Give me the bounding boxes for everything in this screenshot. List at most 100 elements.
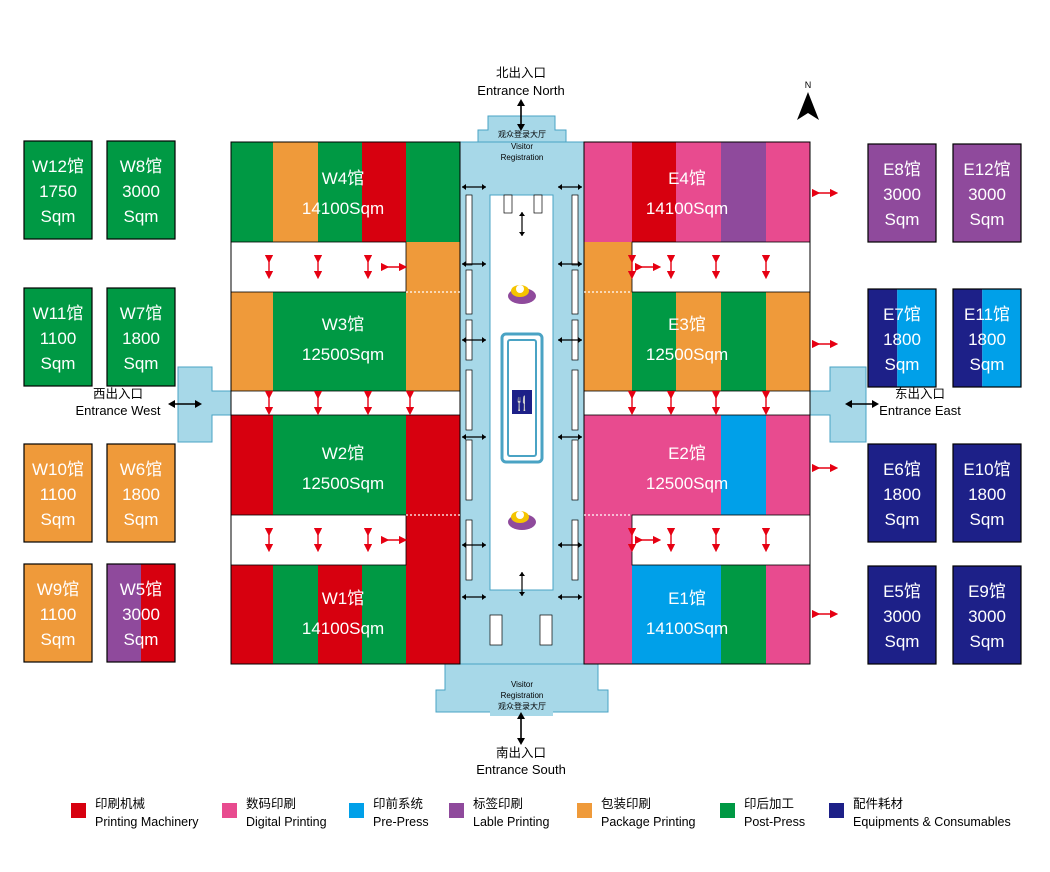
side-hall-area: 1800: [968, 330, 1006, 349]
hall-section-orange: [584, 292, 632, 391]
side-hall-area: 1800: [883, 330, 921, 349]
hall-section-pink: [766, 142, 810, 242]
side-hall-name: W10馆: [32, 460, 84, 479]
hall-section-red: [362, 142, 406, 242]
cafe-icon: [508, 285, 536, 304]
hall-section-green: [273, 565, 318, 664]
hall-section-pink: [584, 142, 632, 242]
passage-arrows: [264, 188, 839, 619]
entrance-west: 西出入口 Entrance West: [75, 387, 202, 418]
side-hall-unit: Sqm: [970, 355, 1005, 374]
hall-name-e4: E4馆: [668, 169, 706, 188]
hall-name-w3: W3馆: [322, 315, 365, 334]
compass-north-icon: N: [797, 80, 819, 120]
side-hall-unit: Sqm: [41, 354, 76, 373]
hall-section-red: [406, 565, 460, 664]
hall-section-pink: [584, 415, 632, 515]
side-hall-name: W12馆: [32, 157, 84, 176]
hall-area-w4: 14100Sqm: [302, 199, 384, 218]
hall-area-e1: 14100Sqm: [646, 619, 728, 638]
registration-north: 观众登录大厅 Visitor Registration: [498, 129, 546, 162]
hall-section-red: [231, 415, 273, 515]
side-hall-unit: Sqm: [124, 207, 159, 226]
side-hall-name: E10馆: [963, 460, 1010, 479]
hall-section-green: [318, 142, 362, 242]
side-hall-area: 3000: [968, 185, 1006, 204]
side-hall-area: 3000: [968, 607, 1006, 626]
hall-section-blue: [632, 565, 721, 664]
svg-text:N: N: [805, 80, 812, 90]
hall-name-w4: W4馆: [322, 169, 365, 188]
side-hall-unit: Sqm: [124, 510, 159, 529]
hall-section-green: [632, 292, 676, 391]
hall-section-orange: [584, 242, 632, 292]
side-hall-name: E5馆: [883, 582, 921, 601]
side-hall-name: E12馆: [963, 160, 1010, 179]
aisle: [230, 390, 461, 416]
hall-area-w3: 12500Sqm: [302, 345, 384, 364]
side-hall-area: 1100: [40, 329, 77, 348]
legend-label-cn: 标签印刷: [473, 796, 523, 811]
side-hall-unit: Sqm: [970, 632, 1005, 651]
side-hall-unit: Sqm: [885, 632, 920, 651]
legend-label-cn: 配件耗材: [853, 797, 903, 811]
hall-section-red: [318, 565, 362, 664]
hall-section-green: [362, 292, 406, 391]
svg-text:东出入口: 东出入口: [895, 387, 945, 401]
side-hall-unit: Sqm: [124, 630, 159, 649]
hall-section-blue: [721, 415, 766, 515]
legend-swatch: [222, 803, 237, 818]
hall-section-red: [632, 142, 676, 242]
hall-area-e3: 12500Sqm: [646, 345, 728, 364]
side-hall-unit: Sqm: [885, 510, 920, 529]
side-hall-unit: Sqm: [41, 630, 76, 649]
hall-area-e4: 14100Sqm: [646, 199, 728, 218]
side-hall-unit: Sqm: [124, 354, 159, 373]
hall-area-e2: 12500Sqm: [646, 474, 728, 493]
hall-section-pink: [766, 565, 810, 664]
hall-section-green: [406, 142, 460, 242]
side-hall-name: E7馆: [883, 305, 921, 324]
legend-swatch: [577, 803, 592, 818]
side-hall-unit: Sqm: [970, 210, 1005, 229]
side-hall-name: E11馆: [964, 305, 1010, 324]
side-hall-area: 3000: [883, 607, 921, 626]
hall-section-orange: [676, 292, 721, 391]
registration-south: Visitor Registration 观众登录大厅: [498, 680, 546, 711]
svg-text:南出入口: 南出入口: [496, 745, 546, 760]
side-hall-area: 1750: [39, 182, 77, 201]
svg-text:🍴: 🍴: [513, 395, 530, 412]
legend-item: 配件耗材 Equipments & Consumables: [829, 797, 1011, 829]
side-hall-name: W7馆: [120, 304, 163, 323]
side-hall-name: W11馆: [33, 304, 84, 323]
side-hall-unit: Sqm: [41, 510, 76, 529]
side-hall-name: W5馆: [120, 580, 163, 599]
hall-section-pink: [676, 142, 721, 242]
corridor-details: [462, 184, 582, 646]
legend-label-en: Lable Printing: [473, 815, 549, 829]
side-hall-area: 1100: [40, 605, 77, 624]
legend-label-cn: 印刷机械: [95, 796, 146, 811]
hall-section-green: [721, 565, 766, 664]
hall-name-w1: W1馆: [322, 589, 365, 608]
svg-text:Entrance West: Entrance West: [75, 403, 160, 418]
hall-section-green: [273, 415, 362, 515]
entrance-east: 东出入口 Entrance East: [845, 387, 961, 418]
legend-label-en: Post-Press: [744, 815, 805, 829]
legend-label-en: Equipments & Consumables: [853, 815, 1011, 829]
svg-text:Entrance South: Entrance South: [476, 762, 566, 777]
hall-section-red: [406, 415, 460, 515]
hall-section-pink: [584, 565, 632, 664]
hall-section-orange: [273, 142, 318, 242]
